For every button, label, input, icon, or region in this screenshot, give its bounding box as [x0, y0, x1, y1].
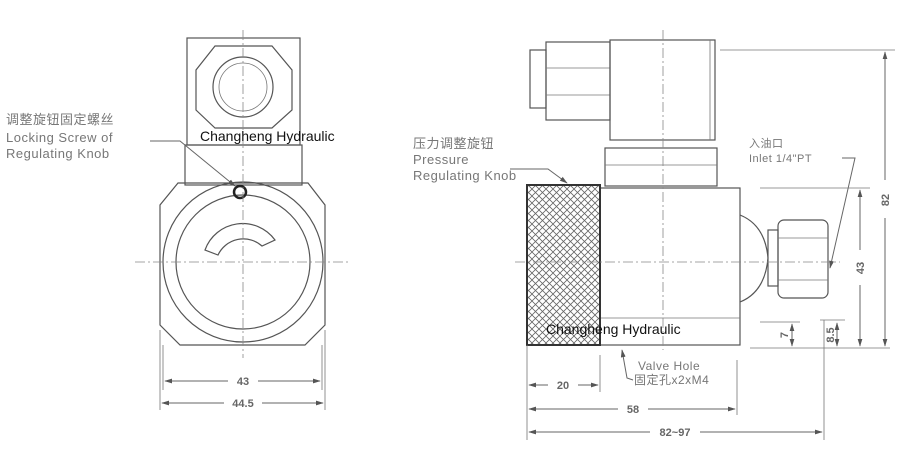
valve-hole-label-cn: 固定孔x2xM4: [634, 372, 709, 387]
locking-screw: [232, 184, 248, 200]
solenoid-stem: [609, 39, 716, 141]
inlet-label-cn: 入油口: [749, 136, 784, 150]
dim-20: 20: [557, 380, 569, 392]
hex-nut: [195, 45, 293, 129]
locking-screw-label-cn: 调整旋钮固定螺丝: [6, 112, 114, 127]
side-view: [510, 30, 895, 440]
knob-label-en-2: Regulating Knob: [413, 168, 517, 183]
front-view: [135, 30, 350, 410]
dim-58: 58: [627, 404, 639, 416]
connector-band: [604, 147, 718, 187]
plug-body: [545, 41, 611, 121]
dim-7: 7: [779, 332, 791, 338]
watermark: Changheng Hydraulic: [200, 128, 335, 144]
plug-cap: [529, 49, 547, 109]
inlet-leader: [829, 157, 856, 269]
knob-label-cn: 压力调整旋钮: [413, 136, 494, 151]
dim-43: 43: [237, 376, 249, 388]
dim-43-height: 43: [855, 262, 867, 274]
knob-arc: [204, 222, 276, 256]
locking-screw-label-en-1: Locking Screw of: [6, 130, 113, 145]
connector-band: [184, 144, 303, 186]
locking-screw-leader: [150, 140, 236, 187]
dim-8-5: 8.5: [825, 327, 837, 342]
dim-82: 82: [880, 194, 892, 206]
inlet-fitting: [739, 214, 769, 303]
dim-44-5: 44.5: [232, 398, 253, 410]
inlet-label-en: Inlet 1/4"PT: [749, 153, 812, 165]
watermark: Changheng Hydraulic: [546, 321, 681, 337]
locking-screw-label-en-2: Regulating Knob: [6, 146, 110, 161]
knob-label-en-1: Pressure: [413, 152, 469, 167]
inlet-nut: [777, 219, 829, 299]
body: [159, 182, 326, 346]
valve-hole-leader: [620, 349, 634, 381]
knob-leader: [510, 168, 568, 184]
pressure-regulating-knob: [526, 184, 601, 346]
dim-82-97: 82~97: [660, 427, 691, 439]
valve-hole-label-en: Valve Hole: [638, 359, 700, 373]
